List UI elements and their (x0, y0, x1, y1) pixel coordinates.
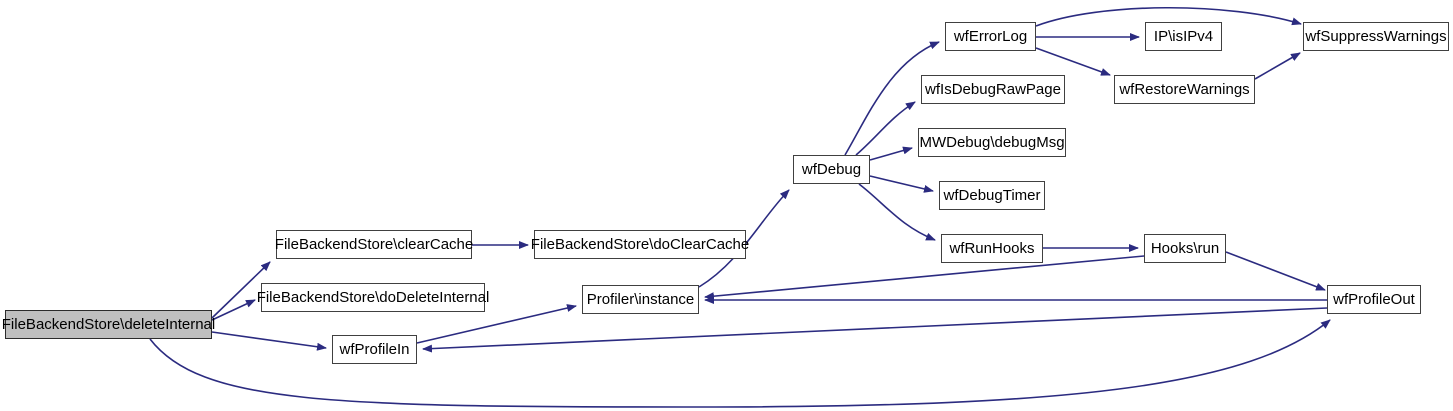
graph-node-debugMsg[interactable]: MWDebug\debugMsg (918, 128, 1066, 157)
graph-node-label: wfProfileIn (339, 341, 410, 358)
edge-deleteInternal-wfProfileIn (211, 331, 327, 351)
edge-wfRestoreWarnings-wfSuppressWarnings (1254, 52, 1301, 80)
graph-node-label: IP\isIPv4 (1153, 28, 1214, 45)
edge-deleteInternal-doDeleteInternal (211, 299, 256, 321)
graph-node-label: FileBackendStore\doDeleteInternal (256, 289, 490, 306)
graph-node-wfRunHooks[interactable]: wfRunHooks (941, 234, 1043, 263)
graph-node-profilerInstance[interactable]: Profiler\instance (582, 285, 699, 314)
graph-node-label: wfDebug (801, 161, 862, 178)
edge-wfDebug-wfErrorLog (844, 41, 940, 156)
edge-hooksRun-wfProfileOut (1225, 251, 1326, 291)
graph-node-wfProfileOut[interactable]: wfProfileOut (1327, 285, 1421, 314)
edge-wfProfileOut-wfProfileIn (422, 307, 1328, 353)
graph-node-label: Profiler\instance (586, 291, 695, 308)
graph-node-label: wfRunHooks (949, 240, 1035, 257)
edge-wfProfileIn-profilerInstance (416, 304, 577, 344)
graph-node-label: FileBackendStore\deleteInternal (1, 316, 216, 333)
graph-node-wfDebug[interactable]: wfDebug (793, 155, 870, 184)
graph-node-wfErrorLog[interactable]: wfErrorLog (945, 22, 1036, 51)
graph-node-wfIsDebugRawPage[interactable]: wfIsDebugRawPage (921, 75, 1065, 104)
graph-node-wfSuppressWarnings[interactable]: wfSuppressWarnings (1303, 22, 1449, 51)
graph-node-label: MWDebug\debugMsg (919, 134, 1065, 151)
graph-node-label: wfIsDebugRawPage (925, 81, 1061, 98)
edge-profilerInstance-wfDebug (698, 189, 790, 288)
graph-node-doDeleteInternal[interactable]: FileBackendStore\doDeleteInternal (257, 283, 489, 312)
edge-wfDebug-wfIsDebugRawPage (855, 101, 916, 156)
graph-node-label: wfDebugTimer (943, 187, 1041, 204)
graph-node-wfDebugTimer[interactable]: wfDebugTimer (939, 181, 1045, 210)
edge-wfErrorLog-wfSuppressWarnings (1035, 6, 1302, 27)
edge-wfDebug-debugMsg (869, 146, 913, 161)
edge-deleteInternal-wfProfileOut (149, 319, 1331, 408)
edge-wfDebug-wfDebugTimer (869, 175, 934, 193)
edge-wfDebug-wfRunHooks (858, 183, 936, 241)
graph-node-label: Hooks\run (1150, 240, 1220, 257)
graph-node-isIPv4[interactable]: IP\isIPv4 (1145, 22, 1222, 51)
graph-node-wfProfileIn[interactable]: wfProfileIn (332, 335, 417, 364)
graph-node-wfRestoreWarnings[interactable]: wfRestoreWarnings (1114, 75, 1255, 104)
graph-node-label: wfRestoreWarnings (1119, 81, 1250, 98)
graph-node-clearCache[interactable]: FileBackendStore\clearCache (275, 230, 473, 259)
graph-node-hooksRun[interactable]: Hooks\run (1144, 234, 1226, 263)
edge-hooksRun-profilerInstance (704, 255, 1145, 301)
graph-node-label: wfSuppressWarnings (1305, 28, 1447, 45)
graph-node-label: wfProfileOut (1333, 291, 1415, 308)
edge-deleteInternal-clearCache (211, 261, 271, 319)
graph-node-label: FileBackendStore\clearCache (274, 236, 474, 253)
edge-wfErrorLog-wfRestoreWarnings (1035, 47, 1111, 76)
graph-node-label: wfErrorLog (953, 28, 1028, 45)
graph-node-label: FileBackendStore\doClearCache (530, 236, 750, 253)
graph-node-deleteInternal[interactable]: FileBackendStore\deleteInternal (2, 310, 215, 339)
graph-node-doClearCache[interactable]: FileBackendStore\doClearCache (531, 230, 749, 259)
